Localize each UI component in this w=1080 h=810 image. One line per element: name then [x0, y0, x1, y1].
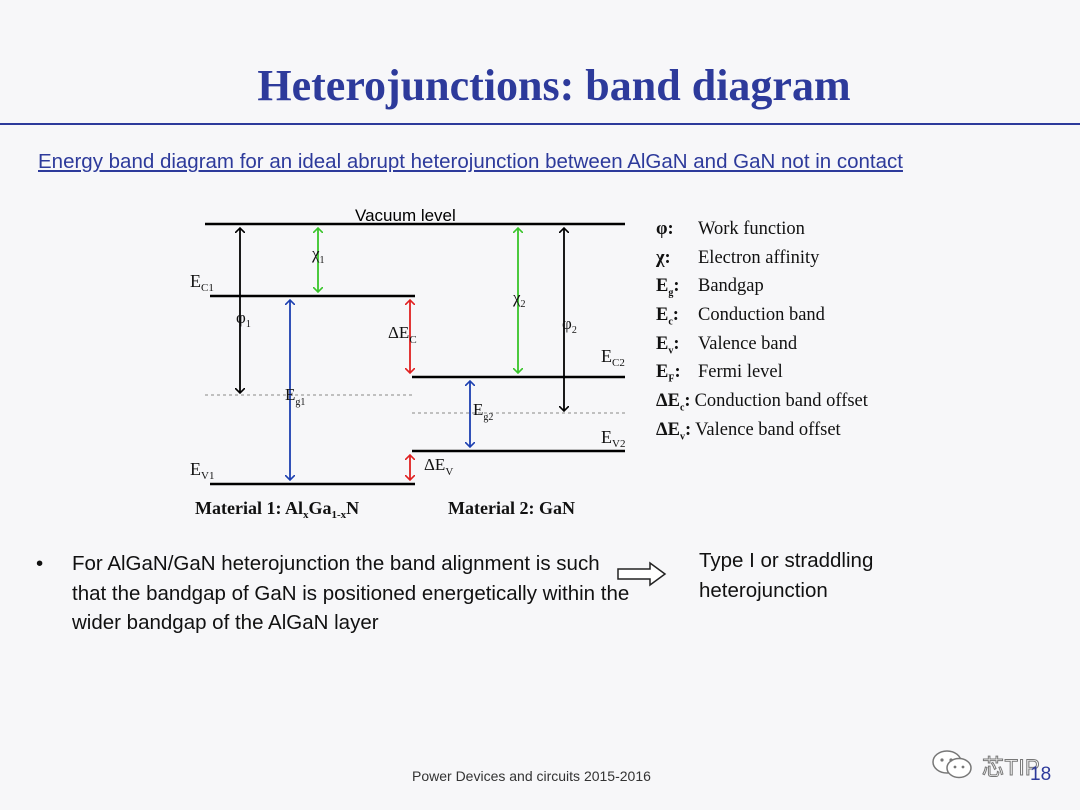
ev1-label: EV1: [190, 459, 214, 482]
legend-symbol: φ:: [656, 219, 674, 239]
slide-subtitle: Energy band diagram for an ideal abrupt …: [38, 150, 903, 173]
phi2-label: φ2: [562, 314, 577, 336]
phi1-label: φ1: [236, 308, 251, 330]
bullet-text: For AlGaN/GaN heterojunction the band al…: [72, 552, 630, 634]
vacuum-level-label: Vacuum level: [355, 206, 456, 225]
legend: φ: Work function χ: Electron affinity Eg: B…: [656, 219, 868, 449]
eg1-label: Eg1: [285, 385, 305, 408]
legend-symbol: Eg:: [656, 276, 680, 300]
bullet-marker: •: [36, 552, 44, 575]
legend-symbol: ΔEc:: [656, 391, 691, 414]
material-2-label: Material 2: GaN: [448, 498, 575, 518]
ec2-label: EC2: [601, 346, 625, 369]
wechat-icon: [932, 750, 972, 779]
page-number: 18: [1030, 764, 1052, 785]
delta-ec-label: ΔEC: [388, 323, 417, 346]
legend-row: ΔEv:Valence band offset: [656, 420, 868, 449]
legend-text: Conduction band: [698, 305, 825, 326]
legend-symbol: χ:: [656, 247, 671, 268]
legend-row: Ev: Valence band: [656, 334, 868, 363]
footer-text: Power Devices and circuits 2015-2016: [412, 768, 651, 784]
legend-row: Ec: Conduction band: [656, 305, 868, 334]
chi1-label: χ1: [311, 244, 325, 266]
slide-title: Heterojunctions: band diagram: [257, 61, 851, 110]
material-1-label: Material 1: AlxGa1-xN: [195, 498, 359, 521]
legend-row: EF: Fermi level: [656, 362, 868, 391]
watermark: 芯TIP: [981, 755, 1041, 781]
legend-text: Valence band: [698, 333, 798, 354]
legend-row: χ: Electron affinity: [656, 248, 868, 277]
title-divider: [0, 123, 1080, 125]
eg2-label: Eg2: [473, 400, 493, 423]
legend-row: ΔEc:Conduction band offset: [656, 391, 868, 420]
legend-symbol: EF:: [656, 362, 681, 386]
band-diagram: Vacuum level EC1 EV1 EC2 EV2 χ1 χ2 φ1 φ2…: [190, 206, 625, 521]
ev2-label: EV2: [601, 427, 625, 450]
legend-text: Electron affinity: [698, 247, 820, 268]
legend-symbol: Ev:: [656, 333, 680, 357]
implies-arrow-icon: [617, 561, 667, 587]
legend-text: Conduction band offset: [694, 391, 868, 412]
legend-symbol: Ec:: [656, 305, 679, 328]
legend-text: Work function: [698, 219, 805, 239]
chi2-label: χ2: [512, 288, 526, 310]
legend-row: Eg: Bandgap: [656, 276, 868, 305]
delta-ev-label: ΔEV: [424, 455, 453, 478]
ec1-label: EC1: [190, 271, 214, 294]
legend-row: φ: Work function: [656, 219, 868, 248]
legend-text: Valence band offset: [695, 419, 841, 440]
legend-text: Fermi level: [698, 362, 783, 383]
legend-text: Bandgap: [698, 276, 764, 297]
legend-symbol: ΔEv:: [656, 419, 692, 443]
conclusion-text: Type I or straddling heterojunction: [699, 549, 874, 602]
